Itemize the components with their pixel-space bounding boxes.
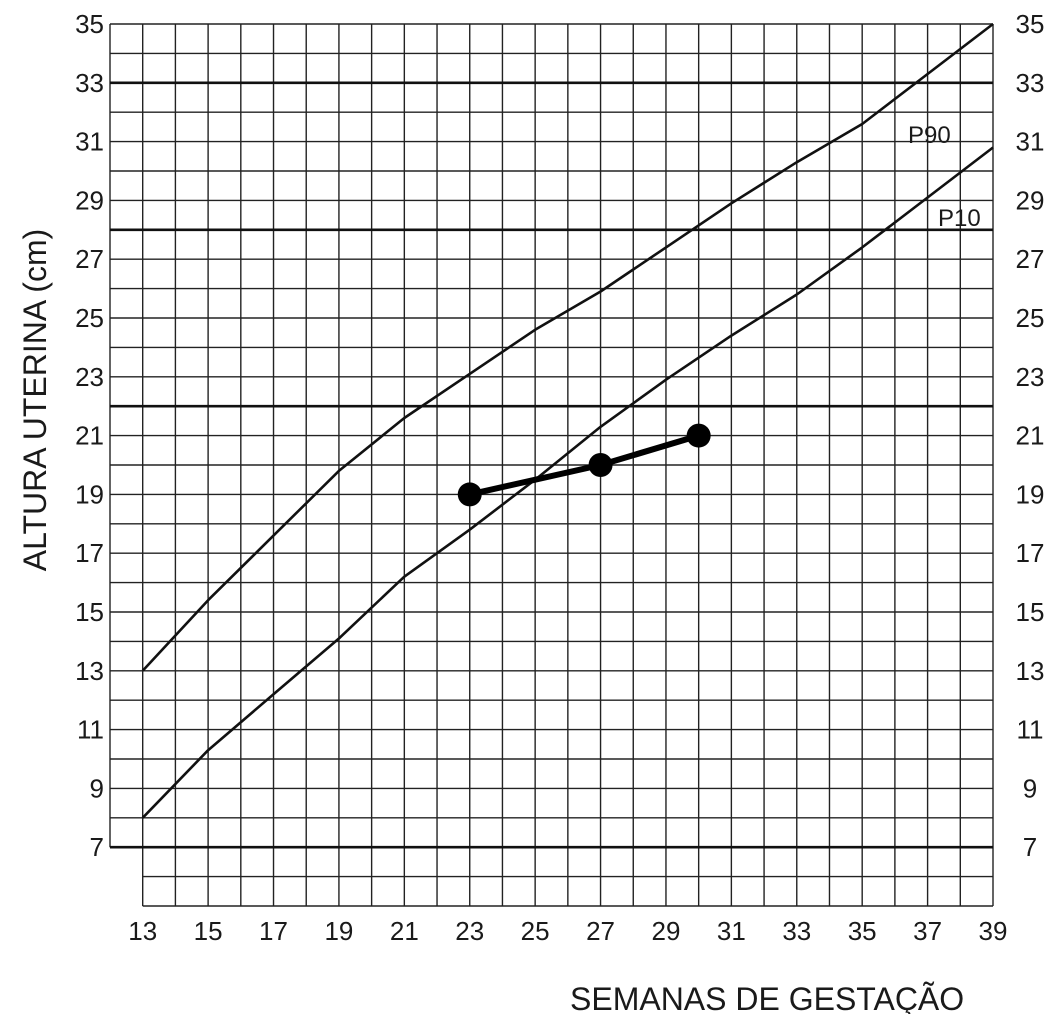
y-tick-label: 9 — [90, 773, 104, 803]
x-tick-label: 33 — [782, 916, 811, 946]
y-tick-label-right: 7 — [1023, 832, 1037, 862]
bold-gridlines — [110, 81, 993, 849]
x-tick-label: 19 — [324, 916, 353, 946]
x-tick-label: 27 — [586, 916, 615, 946]
y-tick-label: 15 — [75, 597, 104, 627]
x-axis-label: SEMANAS DE GESTAÇÃO — [570, 981, 964, 1014]
y-tick-labels-right: 7 9 11 13 15 17 19 21 23 25 27 29 31 33 35 — [1016, 9, 1045, 862]
y-tick-label-right: 21 — [1016, 421, 1045, 451]
curves — [141, 22, 994, 819]
y-tick-label-right: 23 — [1016, 362, 1045, 392]
x-tick-label: 35 — [848, 916, 877, 946]
y-tick-label-right: 11 — [1017, 715, 1044, 745]
y-tick-label-right: 13 — [1016, 656, 1045, 686]
y-tick-label: 21 — [75, 421, 104, 451]
y-tick-label: 29 — [75, 185, 104, 215]
y-tick-labels-left: 7 9 11 13 15 17 19 21 23 25 27 29 31 33 35 — [75, 9, 104, 862]
curve-p10 — [141, 146, 994, 819]
y-tick-label-right: 15 — [1016, 597, 1045, 627]
x-tick-label: 17 — [259, 916, 288, 946]
y-tick-label-right: 29 — [1016, 185, 1045, 215]
y-tick-label-right: 27 — [1016, 244, 1045, 274]
y-tick-label-right: 19 — [1016, 479, 1045, 509]
series-label-p10: P10 — [938, 205, 981, 232]
y-tick-label-right: 25 — [1016, 303, 1045, 333]
x-tick-label: 37 — [913, 916, 942, 946]
curve-p90 — [141, 22, 994, 672]
y-tick-label: 7 — [90, 832, 104, 862]
y-tick-label: 23 — [75, 362, 104, 392]
measurements — [457, 423, 711, 507]
measurement-point — [686, 423, 711, 448]
x-tick-label: 25 — [521, 916, 550, 946]
x-tick-labels: 13 15 17 19 21 23 25 27 29 31 33 35 37 39 — [128, 916, 1007, 946]
y-tick-label: 19 — [75, 479, 104, 509]
y-tick-label: 33 — [75, 68, 104, 98]
y-tick-label-right: 17 — [1016, 538, 1045, 568]
x-tick-label: 21 — [390, 916, 419, 946]
y-tick-label-right: 31 — [1016, 127, 1045, 157]
x-tick-label: 13 — [128, 916, 157, 946]
y-tick-label: 25 — [75, 303, 104, 333]
x-tick-label: 15 — [194, 916, 223, 946]
y-axis-label: ALTURA UTERINA (cm) — [17, 229, 53, 572]
y-tick-label-right: 9 — [1023, 773, 1037, 803]
y-tick-label-right: 33 — [1016, 68, 1045, 98]
x-tick-label: 31 — [717, 916, 746, 946]
y-tick-label: 35 — [75, 9, 104, 39]
x-tick-label: 39 — [979, 916, 1008, 946]
x-tick-label: 23 — [455, 916, 484, 946]
measurement-point — [588, 453, 613, 477]
y-tick-label: 13 — [75, 656, 104, 686]
y-tick-label: 17 — [75, 538, 104, 568]
x-tick-label: 29 — [652, 916, 681, 946]
y-tick-label-right: 35 — [1016, 9, 1045, 39]
y-tick-label: 27 — [75, 244, 104, 274]
measurement-point — [457, 482, 482, 507]
series-label-p90: P90 — [908, 122, 951, 149]
y-tick-label: 31 — [75, 127, 104, 157]
y-tick-label: 11 — [77, 715, 104, 745]
